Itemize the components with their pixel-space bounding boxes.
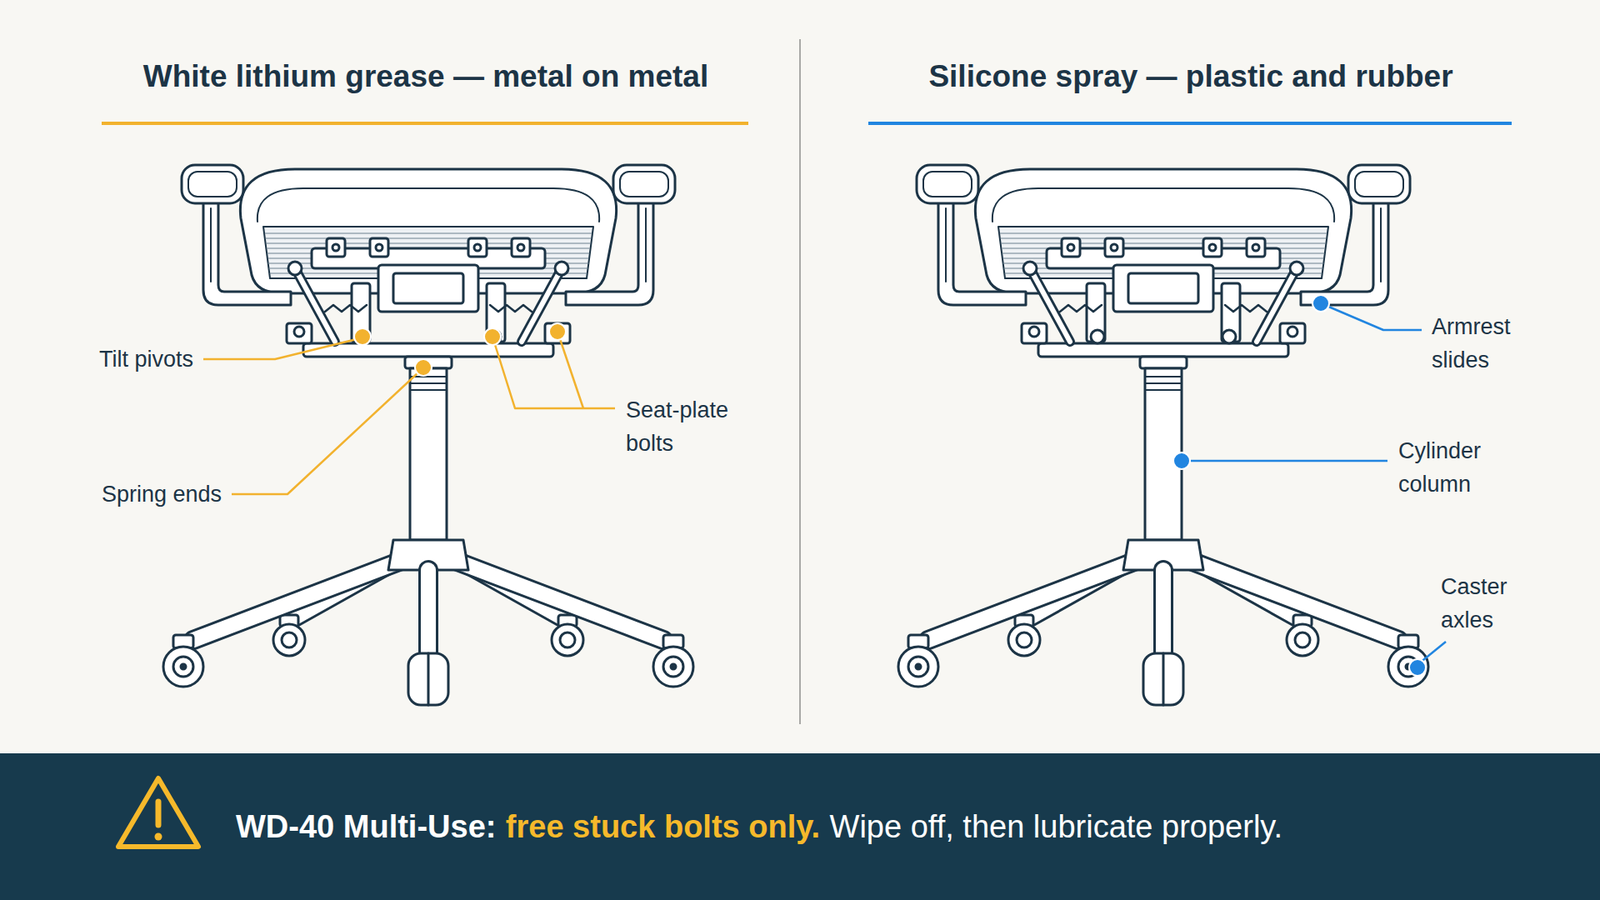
heading-underline [868, 121, 1512, 125]
warning-icon [118, 778, 199, 847]
part-callout: Spring ends [101, 477, 222, 512]
panel-heading: Silicone spray — plastic and rubber [928, 53, 1453, 100]
part-callout: Seat-plate bolts [625, 393, 751, 461]
part-callout: Armrest slides [1431, 310, 1540, 378]
warning-body: Wipe off, then lubricate properly. [830, 809, 1284, 845]
panel-divider [799, 39, 801, 725]
part-callout: Tilt pivots [99, 342, 194, 377]
part-callout: Caster axles [1440, 570, 1535, 638]
warning-lead: WD-40 Multi-Use: [235, 809, 496, 845]
chair-illustration [163, 165, 694, 705]
warning-banner: WD-40 Multi-Use:free stuck bolts only. Wi… [0, 753, 1600, 900]
panel-heading: White lithium grease — metal on metal [143, 53, 709, 100]
chair-illustration [898, 165, 1429, 705]
callout-dots [354, 323, 566, 376]
part-callout: Cylinder column [1398, 434, 1507, 502]
warning-emphasis: free stuck bolts only. [505, 809, 820, 845]
callout-dots [1173, 295, 1426, 676]
heading-underline [101, 121, 749, 125]
leader-lines [203, 331, 615, 495]
warning-band [0, 753, 1600, 900]
